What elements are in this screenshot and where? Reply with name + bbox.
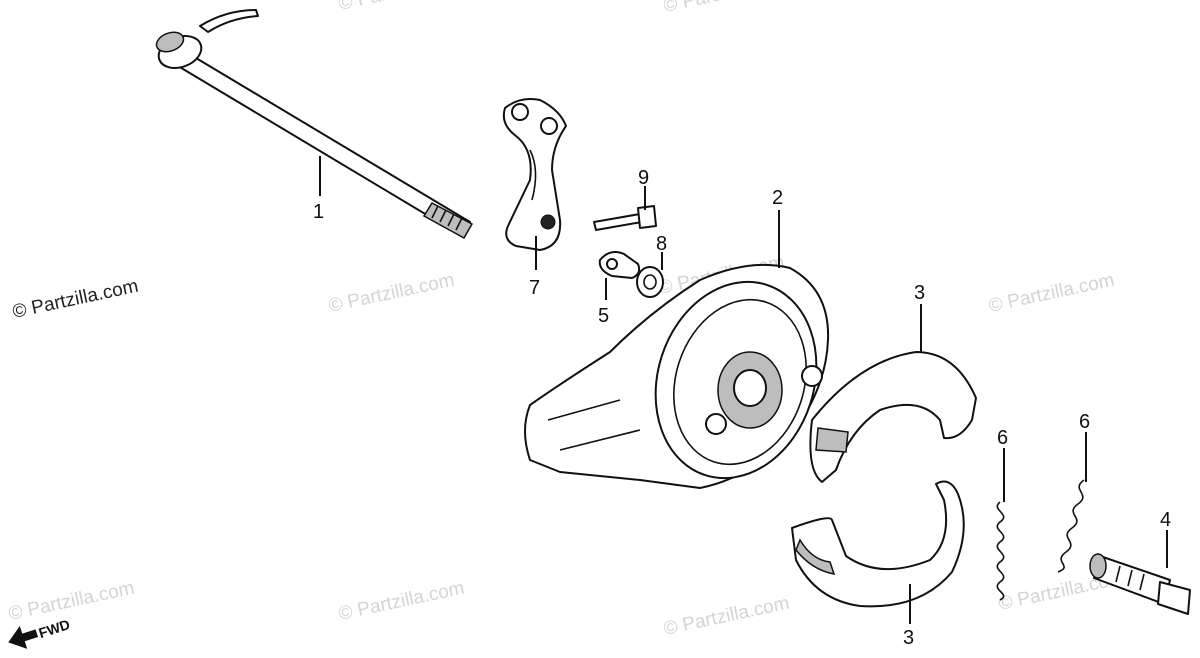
fwd-label: FWD — [37, 616, 72, 641]
callout-9: 9 — [638, 167, 649, 189]
watermark-text: © Partzilla.com — [337, 578, 467, 625]
callout-3-upper: 3 — [914, 282, 925, 304]
brake-shoe-lower — [791, 480, 965, 608]
partzilla-watermark: © Partzilla.com — [11, 276, 141, 323]
nut — [636, 266, 664, 298]
callout-1: 1 — [313, 201, 324, 223]
watermark-text: © Partzilla.com — [662, 593, 792, 640]
callout-6-left: 6 — [997, 427, 1008, 449]
watermark-text: © Partzilla.com — [662, 0, 792, 17]
watermark-text: © Partzilla.com — [337, 0, 467, 15]
bolt — [593, 205, 657, 231]
callout-3-lower: 3 — [903, 627, 914, 649]
brake-arm — [502, 98, 567, 251]
callout-4: 4 — [1160, 509, 1171, 531]
brake-panel — [524, 263, 830, 489]
spring-right — [1057, 479, 1085, 573]
washer-plate — [598, 251, 641, 279]
callout-8: 8 — [656, 233, 667, 255]
brake-shoe-upper — [809, 351, 977, 483]
callout-5: 5 — [598, 305, 609, 327]
spring-left — [996, 501, 1005, 601]
watermark-text: © Partzilla.com — [987, 270, 1117, 317]
fwd-arrow-icon — [8, 626, 39, 649]
watermark-text: © Partzilla.com — [7, 578, 137, 625]
callout-6-right: 6 — [1079, 411, 1090, 433]
callout-7: 7 — [529, 277, 540, 299]
watermark-text: © Partzilla.com — [327, 270, 457, 317]
callout-2: 2 — [772, 187, 783, 209]
rear-axle — [155, 9, 474, 240]
brake-cam — [1089, 553, 1191, 615]
